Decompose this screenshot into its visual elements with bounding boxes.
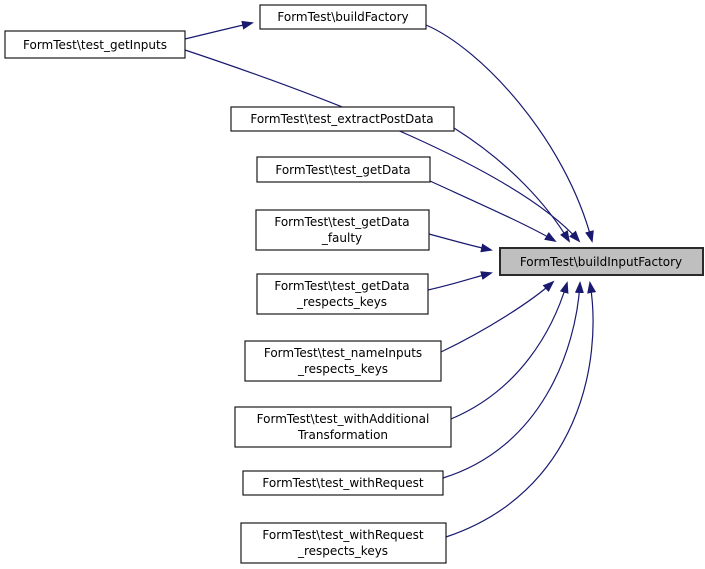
node-test-with-request-box[interactable]: [242, 470, 444, 496]
node-test-with-request-respects-keys-box[interactable]: [240, 522, 447, 564]
edge-extractPostData-buildInputFactory: [453, 127, 571, 243]
node-test-get-data-respects-keys-box[interactable]: [256, 273, 429, 315]
node-test-name-inputs-respects-keys[interactable]: FormTest\test_nameInputs _respects_keys: [244, 340, 442, 382]
edge-getInputs-buildFactory: [184, 20, 254, 40]
node-test-get-data-faulty-label-line2: _faulty: [321, 231, 362, 245]
node-test-extract-post-data[interactable]: FormTest\test_extractPostData: [230, 106, 455, 132]
node-test-with-request[interactable]: FormTest\test_withRequest: [242, 470, 444, 496]
node-test-name-inputs-respects-keys-box[interactable]: [244, 340, 442, 382]
edge-withRequest-buildInputFactory: [442, 281, 584, 479]
node-test-get-data-faulty-label-line1: FormTest\test_getData: [274, 215, 409, 229]
node-build-factory-label: FormTest\buildFactory: [277, 10, 408, 24]
node-test-with-additional-transformation-label-line1: FormTest\test_withAdditional: [257, 412, 430, 426]
node-test-with-additional-transformation[interactable]: FormTest\test_withAdditional Transformat…: [234, 406, 452, 448]
node-build-factory-box[interactable]: [259, 4, 427, 30]
edge-layer: [184, 20, 597, 538]
node-test-name-inputs-respects-keys-label-line1: FormTest\test_nameInputs: [264, 346, 422, 360]
node-test-get-inputs-label: FormTest\test_getInputs: [23, 38, 167, 52]
node-test-get-data-respects-keys[interactable]: FormTest\test_getData _respects_keys: [256, 273, 429, 315]
node-test-get-data[interactable]: FormTest\test_getData: [256, 156, 431, 183]
node-test-get-data-label: FormTest\test_getData: [275, 163, 410, 177]
node-build-input-factory-box[interactable]: [499, 247, 704, 276]
node-test-with-request-respects-keys[interactable]: FormTest\test_withRequest _respects_keys: [240, 522, 447, 564]
node-test-with-request-label: FormTest\test_withRequest: [262, 476, 423, 490]
node-test-get-inputs-box[interactable]: [4, 30, 186, 59]
edge-getInputs-buildInputFactory: [184, 49, 581, 243]
node-test-with-request-respects-keys-label-line2: _respects_keys: [297, 544, 388, 558]
edge-nameInputs-buildInputFactory: [440, 280, 555, 353]
node-build-input-factory-label: FormTest\buildInputFactory: [520, 255, 682, 269]
node-test-with-additional-transformation-box[interactable]: [234, 406, 452, 448]
node-test-get-data-faulty[interactable]: FormTest\test_getData _faulty: [255, 209, 430, 251]
node-test-with-additional-transformation-label-line2: Transformation: [297, 428, 388, 442]
node-test-get-inputs[interactable]: FormTest\test_getInputs: [4, 30, 186, 59]
node-test-get-data-respects-keys-label-line1: FormTest\test_getData: [274, 279, 409, 293]
node-build-factory[interactable]: FormTest\buildFactory: [259, 4, 427, 30]
edge-getDataFaulty-buildInputFactory: [428, 233, 493, 253]
node-build-input-factory[interactable]: FormTest\buildInputFactory: [499, 247, 704, 276]
edge-getDataRespectsKeys-buildInputFactory: [427, 271, 493, 291]
node-test-extract-post-data-label: FormTest\test_extractPostData: [250, 112, 433, 126]
edge-withAdditional-buildInputFactory: [450, 281, 569, 420]
node-test-get-data-faulty-box[interactable]: [255, 209, 430, 251]
edge-getData-buildInputFactory: [429, 180, 557, 243]
edge-withRequestRespectsKeys-buildInputFactory: [445, 281, 597, 538]
node-test-with-request-respects-keys-label-line1: FormTest\test_withRequest: [262, 528, 423, 542]
node-test-name-inputs-respects-keys-label-line2: _respects_keys: [297, 362, 388, 376]
edge-buildFactory-buildInputFactory: [425, 24, 594, 243]
node-test-get-data-box[interactable]: [256, 156, 431, 183]
node-test-get-data-respects-keys-label-line2: _respects_keys: [296, 295, 387, 309]
node-test-extract-post-data-box[interactable]: [230, 106, 455, 132]
